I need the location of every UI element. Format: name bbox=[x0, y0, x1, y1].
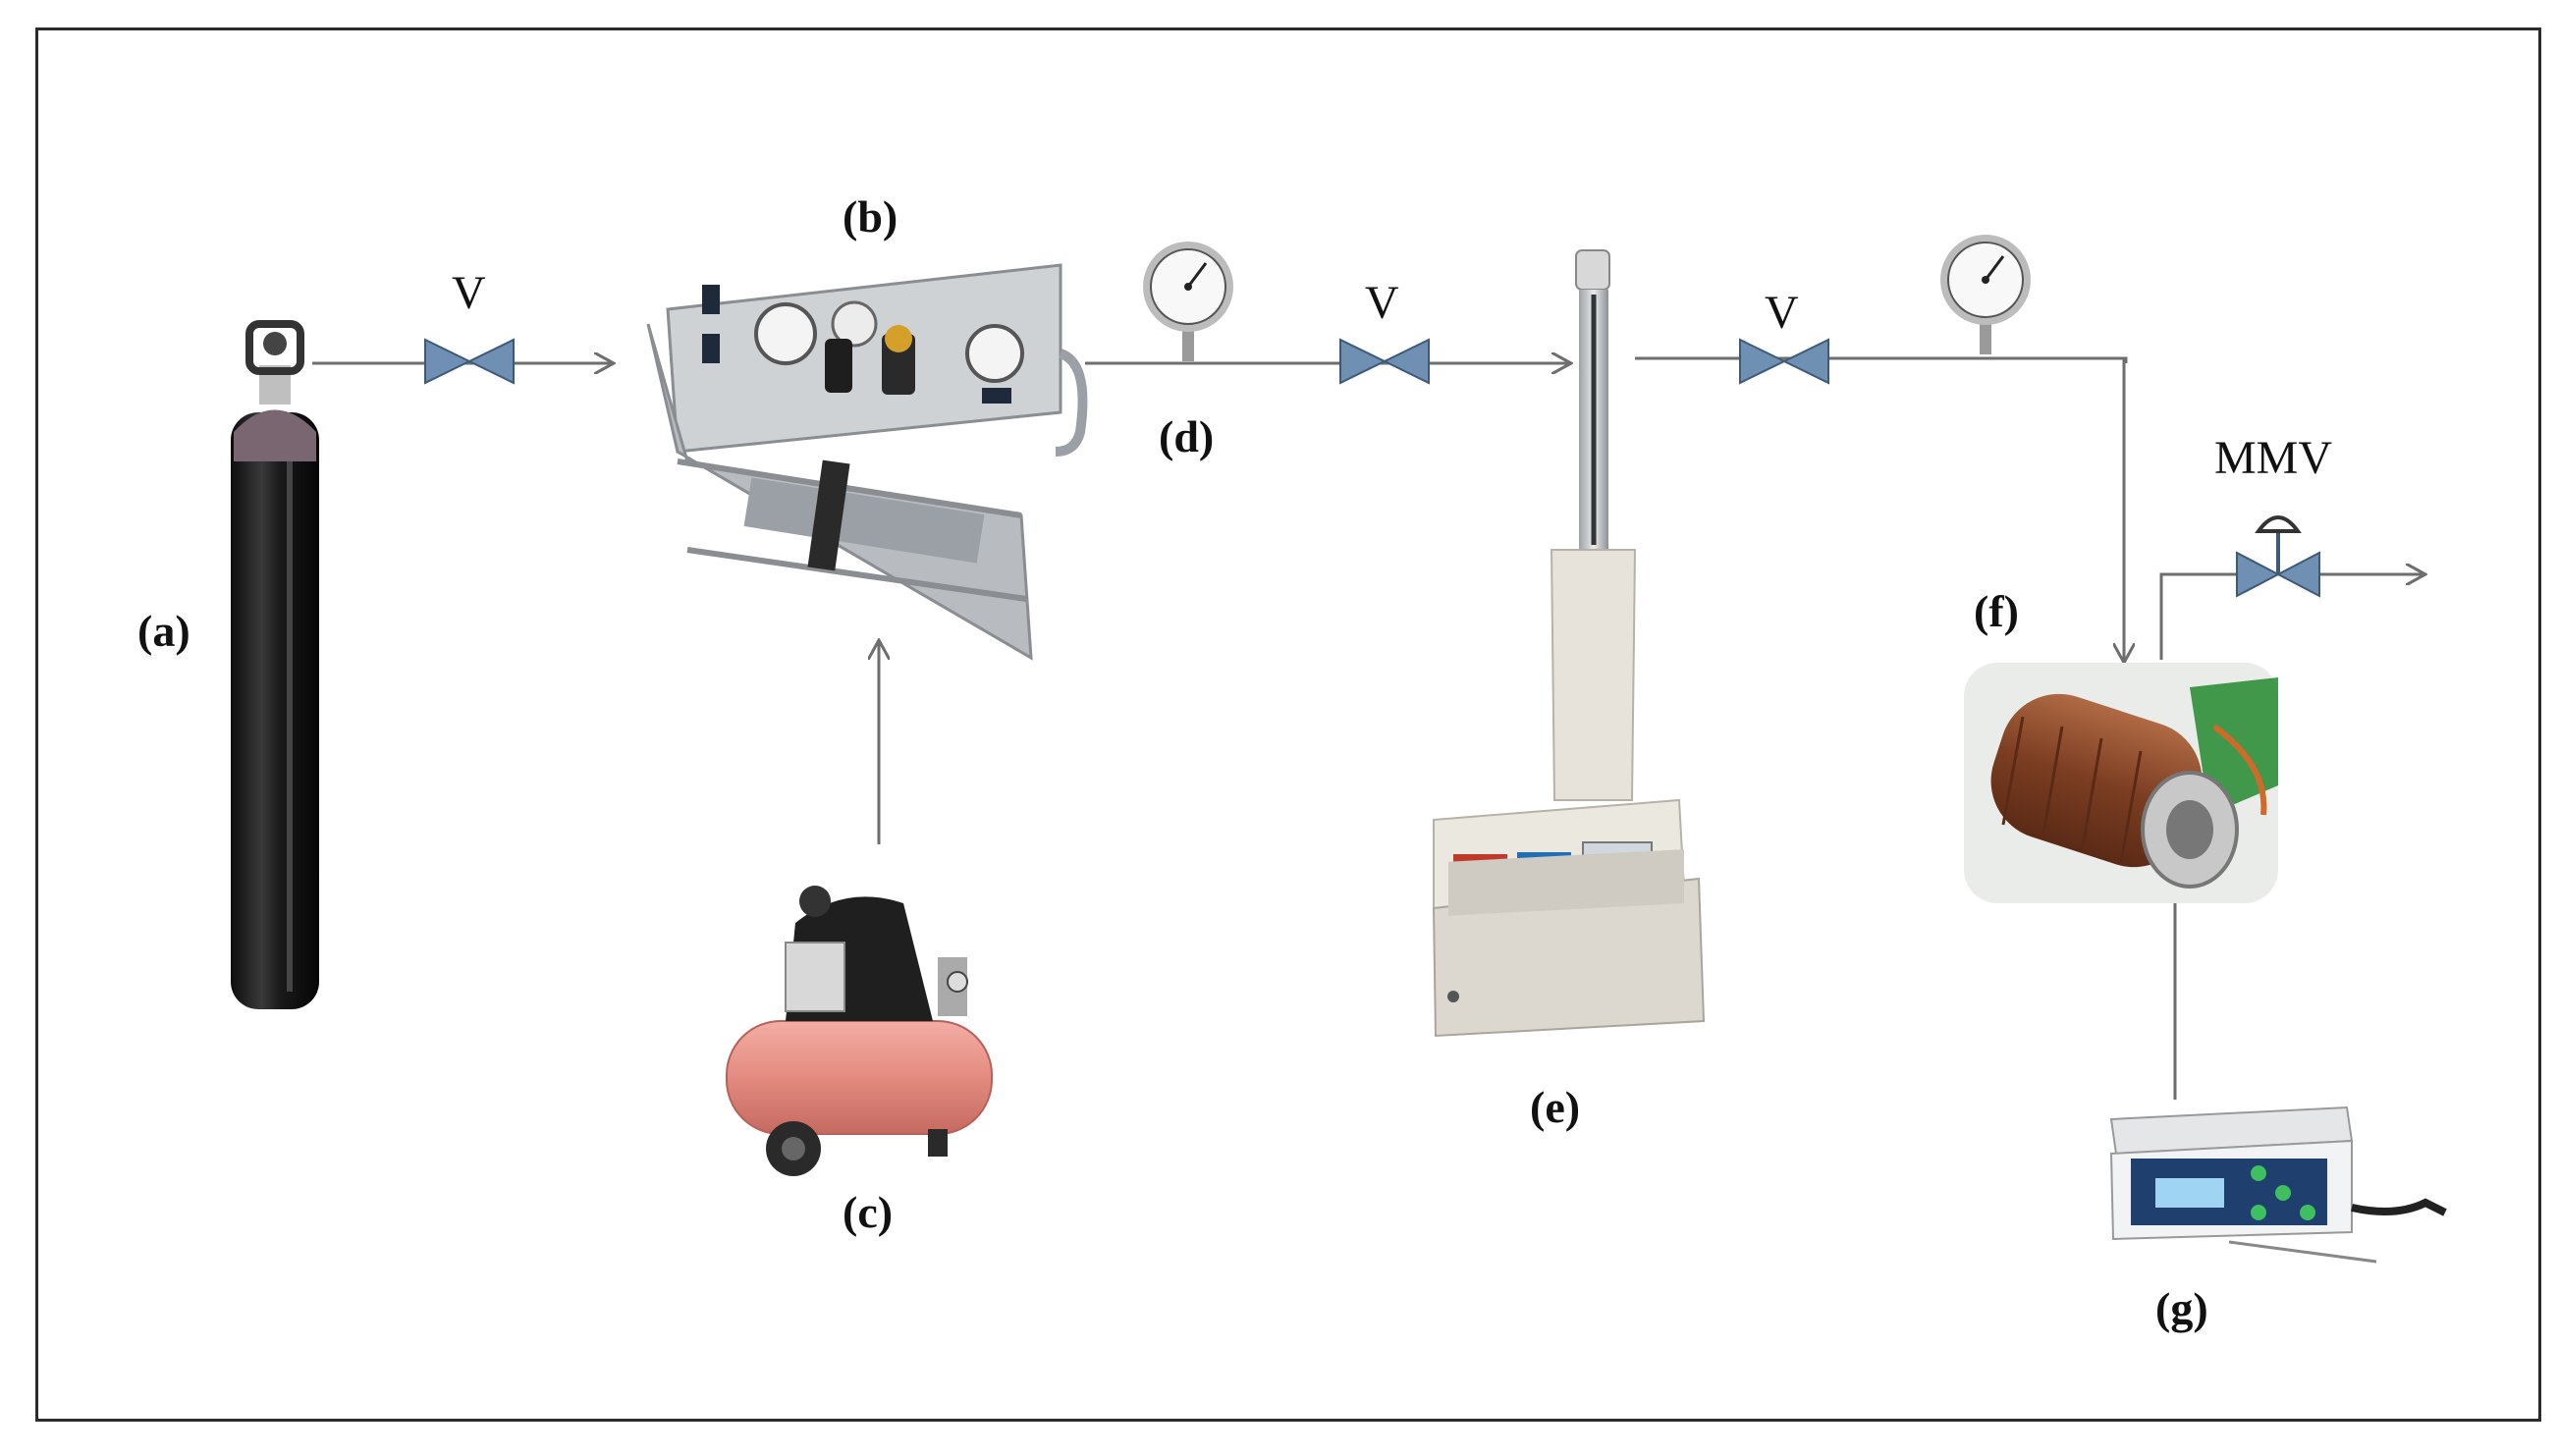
label-syringe-pump: (e) bbox=[1530, 1082, 1581, 1132]
gas-cylinder bbox=[231, 320, 319, 1009]
label-gauge: (d) bbox=[1159, 411, 1215, 461]
label-mmv: MMV bbox=[2214, 432, 2333, 484]
label-booster-pump: (b) bbox=[843, 191, 898, 242]
needle-valve-icon bbox=[1739, 338, 1829, 385]
line-syringe-to-vessel-a bbox=[1635, 356, 2128, 363]
air-compressor bbox=[726, 886, 993, 1176]
label-valve-1: V bbox=[452, 267, 486, 319]
label-compressor: (c) bbox=[843, 1187, 894, 1237]
cylinder-shoulder bbox=[234, 409, 316, 461]
pump-regulator-1 bbox=[825, 339, 852, 393]
pressure-gauge-icon bbox=[1940, 235, 2031, 354]
line-syringe-to-vessel-b bbox=[2124, 356, 2126, 663]
high-pressure-vessel bbox=[1964, 663, 2278, 903]
cylinder-valve-knob bbox=[263, 332, 287, 355]
cylinder-highlight bbox=[287, 461, 293, 992]
label-cylinder: (a) bbox=[137, 606, 190, 656]
pump-gauge-1 bbox=[754, 302, 817, 365]
pressure-gauge-icon bbox=[1143, 242, 1233, 361]
line-vessel-to-outlet bbox=[2159, 574, 2425, 660]
syringe-column bbox=[1550, 549, 1637, 801]
syringe-pump bbox=[1432, 249, 1706, 1038]
gas-booster-pump bbox=[646, 263, 1088, 661]
needle-valve-icon bbox=[1339, 338, 1430, 385]
cylinder-body bbox=[231, 412, 319, 1009]
label-valve-2: V bbox=[1365, 277, 1399, 329]
temperature-controller bbox=[2109, 1105, 2447, 1264]
needle-valve-icon bbox=[424, 338, 515, 385]
label-valve-3: V bbox=[1765, 287, 1799, 339]
pump-gauge-2 bbox=[965, 324, 1024, 383]
cylinder-valve-guard bbox=[245, 320, 304, 375]
micrometering-valve-icon bbox=[2236, 515, 2320, 598]
figure-border bbox=[35, 27, 2541, 1422]
label-controller: (g) bbox=[2155, 1283, 2208, 1333]
label-vessel: (f) bbox=[1974, 586, 2019, 636]
compressor-tank bbox=[726, 1020, 993, 1135]
